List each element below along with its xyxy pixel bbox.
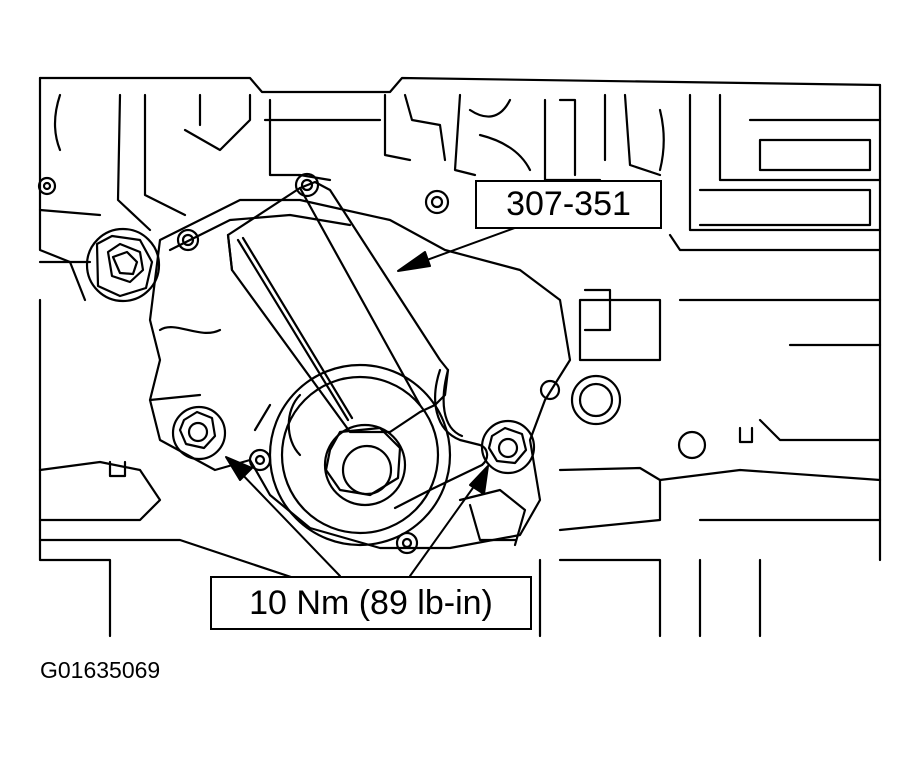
alignment-tool xyxy=(226,180,489,510)
case-bosses xyxy=(37,172,707,555)
torque-spec-callout: 10 Nm (89 lb-in) xyxy=(210,576,532,630)
figure-id-label: G01635069 xyxy=(40,657,161,683)
torque-leader-left-arrowhead xyxy=(225,456,253,481)
right-bolt xyxy=(570,374,622,426)
lower-right-bolt xyxy=(480,419,536,475)
manual-shaft-housing xyxy=(268,363,452,547)
upper-left-bolt xyxy=(85,227,161,303)
torque-leader-right-arrowhead xyxy=(469,465,489,495)
tool-number-callout: 307-351 xyxy=(475,180,662,229)
case-casting-outline xyxy=(38,76,882,638)
sensor-mounting-plate xyxy=(148,198,572,550)
lower-left-bolt xyxy=(171,405,227,461)
case-ribs xyxy=(54,93,882,232)
torque-leader-right xyxy=(409,477,481,577)
torque-leader-left xyxy=(237,469,341,577)
case-lower-section xyxy=(38,288,882,638)
callout-leaders xyxy=(225,225,521,577)
tool-callout-arrowhead xyxy=(397,251,431,272)
